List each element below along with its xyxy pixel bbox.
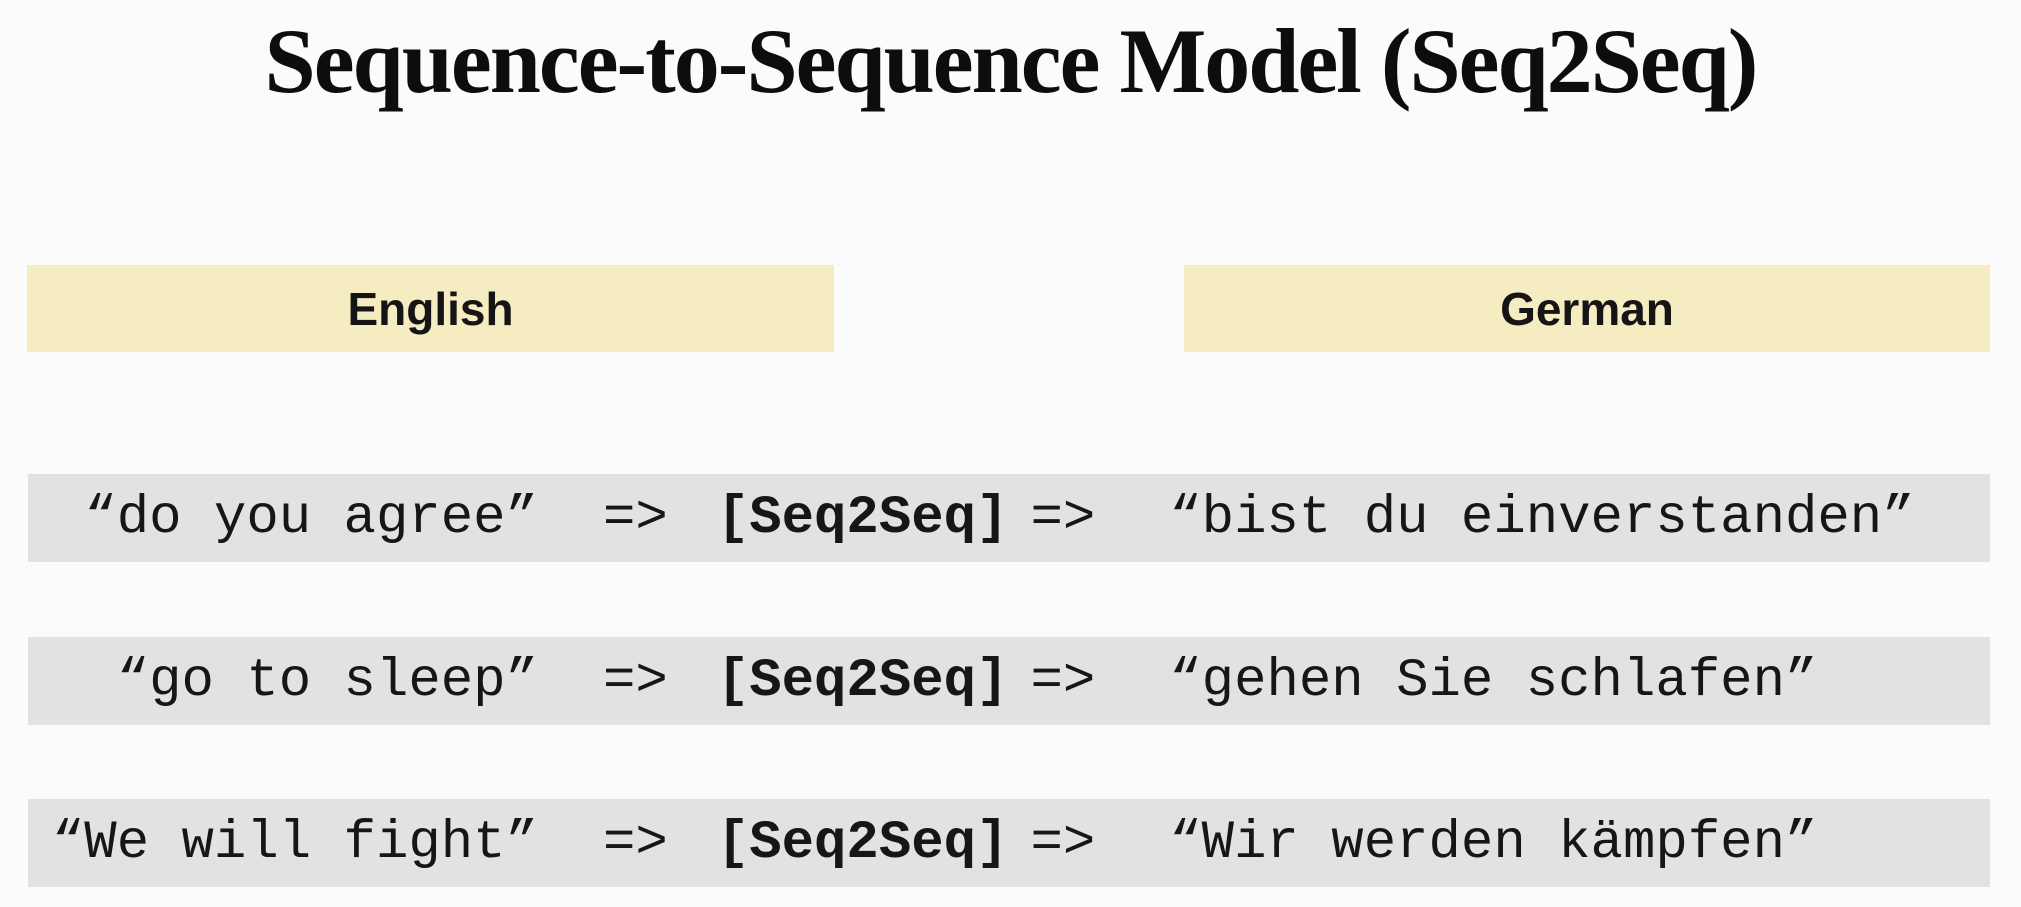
seq2seq-model-label: [Seq2Seq] bbox=[716, 487, 1009, 549]
arrow-symbol: => bbox=[603, 650, 668, 712]
english-phrase: “do you agree” bbox=[84, 487, 538, 549]
arrow-symbol: => bbox=[1030, 812, 1096, 874]
arrow-symbol: => bbox=[603, 812, 668, 874]
english-phrase: “We will fight” bbox=[51, 812, 538, 874]
slide-title: Sequence-to-Sequence Model (Seq2Seq) bbox=[264, 10, 1759, 112]
seq2seq-model-label: [Seq2Seq] bbox=[716, 812, 1009, 874]
arrow-symbol: => bbox=[1030, 487, 1096, 549]
translation-row: “do you agree” => [Seq2Seq] => “bist du … bbox=[28, 474, 1990, 562]
english-column-label: English bbox=[347, 282, 514, 335]
seq2seq-model-label: [Seq2Seq] bbox=[716, 650, 1009, 712]
arrow-symbol: => bbox=[603, 487, 668, 549]
german-phrase: “bist du einverstanden” bbox=[1169, 487, 1915, 549]
german-phrase: “Wir werden kämpfen” bbox=[1169, 812, 1818, 874]
translation-row: “We will fight” => [Seq2Seq] => “Wir wer… bbox=[28, 799, 1990, 887]
arrow-symbol: => bbox=[1030, 650, 1096, 712]
german-phrase: “gehen Sie schlafen” bbox=[1169, 650, 1818, 712]
translation-row: “go to sleep” => [Seq2Seq] => “gehen Sie… bbox=[28, 637, 1990, 725]
english-phrase: “go to sleep” bbox=[116, 650, 538, 712]
german-column-header: German bbox=[1184, 265, 1990, 352]
english-column-header: English bbox=[27, 265, 834, 352]
german-column-label: German bbox=[1500, 282, 1674, 335]
